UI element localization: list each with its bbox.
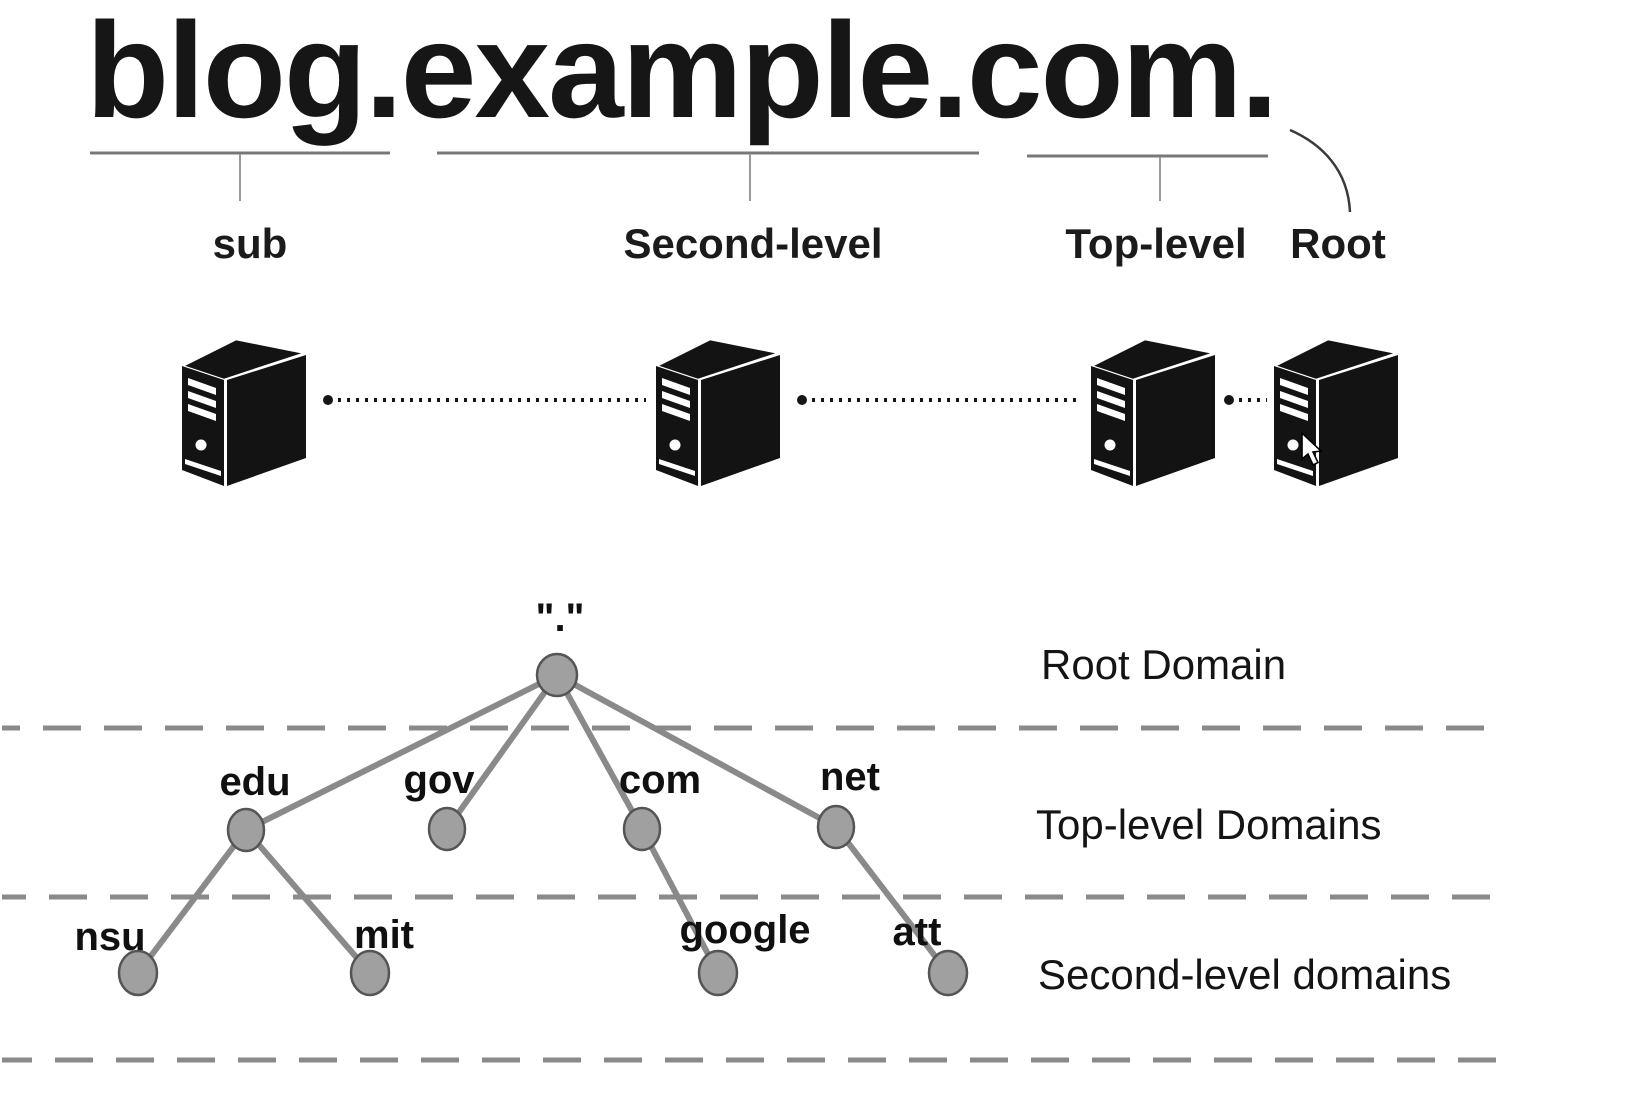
domain-title: blog.example.com.: [86, 0, 1278, 146]
server-power-led: [1104, 439, 1116, 451]
server-vent-1: [662, 378, 690, 395]
server-vent-2: [1280, 391, 1308, 408]
tree-label-mit: mit: [354, 913, 414, 957]
level-caption-top-level-domains: Top-level Domains: [1036, 801, 1382, 848]
server-icon-root: [1270, 332, 1402, 486]
node-com: [622, 806, 662, 852]
server-tower-icon: [1087, 337, 1219, 486]
tree-edges: [135, 672, 951, 975]
server-side-face: [701, 355, 780, 486]
edge-edu-nsu: [135, 828, 249, 975]
root-dot-pointer-curve: [1289, 128, 1352, 213]
tree-label-nsu: nsu: [74, 915, 146, 959]
edge-root-com: [554, 673, 645, 831]
server-side-face: [227, 355, 306, 486]
node-root: [535, 652, 579, 698]
node-mit: [349, 949, 391, 997]
server-base-slit: [1094, 459, 1130, 476]
server-tower-icon: [652, 337, 784, 486]
tree-label-com: com: [618, 758, 702, 802]
node-google: [697, 949, 739, 997]
server-top-face: [652, 337, 784, 382]
mouse-cursor-icon: [1301, 432, 1323, 467]
server-vent-2: [662, 391, 690, 408]
node-att: [927, 949, 969, 997]
server-power-led: [669, 439, 681, 451]
dotted-link-3: [1239, 398, 1267, 402]
server-icon-top-level: [1087, 332, 1219, 486]
server-vent-1: [1097, 378, 1125, 395]
connector-dot-2: [797, 395, 807, 405]
server-base-slit: [185, 459, 221, 476]
tree-label-gov: gov: [403, 758, 475, 802]
edge-edu-mit: [243, 828, 373, 975]
label-second-level: Second-level: [623, 220, 883, 267]
server-icon-subdomain: [178, 332, 310, 486]
label-root: Root: [1290, 220, 1386, 267]
edge-com-google: [639, 827, 721, 975]
dotted-link-1: [338, 398, 646, 402]
server-base-slit: [1277, 459, 1313, 476]
server-top-face: [178, 337, 310, 382]
server-top-face: [1270, 337, 1402, 382]
tree-nodes: [117, 652, 969, 997]
tree-label-edu: edu: [219, 760, 291, 804]
label-sub: sub: [212, 220, 288, 267]
level-caption-root-domain: Root Domain: [1041, 641, 1287, 688]
node-edu: [226, 807, 266, 853]
tree-label-att: att: [892, 910, 942, 954]
edge-root-gov: [444, 673, 560, 831]
server-vent-1: [188, 378, 216, 395]
connector-dot-1: [323, 395, 333, 405]
server-vent-3: [188, 404, 216, 421]
dotted-link-2: [812, 398, 1078, 402]
server-icon-second-level: [652, 332, 784, 486]
level-caption-second-level-domains: Second-level domains: [1038, 951, 1452, 998]
node-gov: [427, 806, 467, 852]
server-side-face: [1136, 355, 1215, 486]
server-tower-icon: [1270, 337, 1402, 486]
server-vent-3: [1280, 404, 1308, 421]
server-vent-3: [662, 404, 690, 421]
node-net: [816, 804, 856, 850]
server-base-slit: [659, 459, 695, 476]
connector-dot-3: [1224, 395, 1234, 405]
label-top-level: Top-level: [1065, 220, 1247, 267]
edge-root-net: [555, 672, 838, 830]
server-vent-2: [188, 391, 216, 408]
server-side-face: [1319, 355, 1398, 486]
server-power-led: [1287, 439, 1299, 451]
server-power-led: [195, 439, 207, 451]
tree-label-net: net: [820, 755, 880, 799]
tree-label-google: google: [679, 908, 811, 952]
server-vent-2: [1097, 391, 1125, 408]
edge-net-att: [833, 825, 951, 975]
server-vent-3: [1097, 404, 1125, 421]
server-tower-icon: [178, 337, 310, 486]
server-top-face: [1087, 337, 1219, 382]
server-vent-1: [1280, 378, 1308, 395]
tree-label-root: ".": [535, 596, 585, 640]
node-nsu: [117, 949, 159, 997]
edge-root-edu: [244, 672, 559, 833]
